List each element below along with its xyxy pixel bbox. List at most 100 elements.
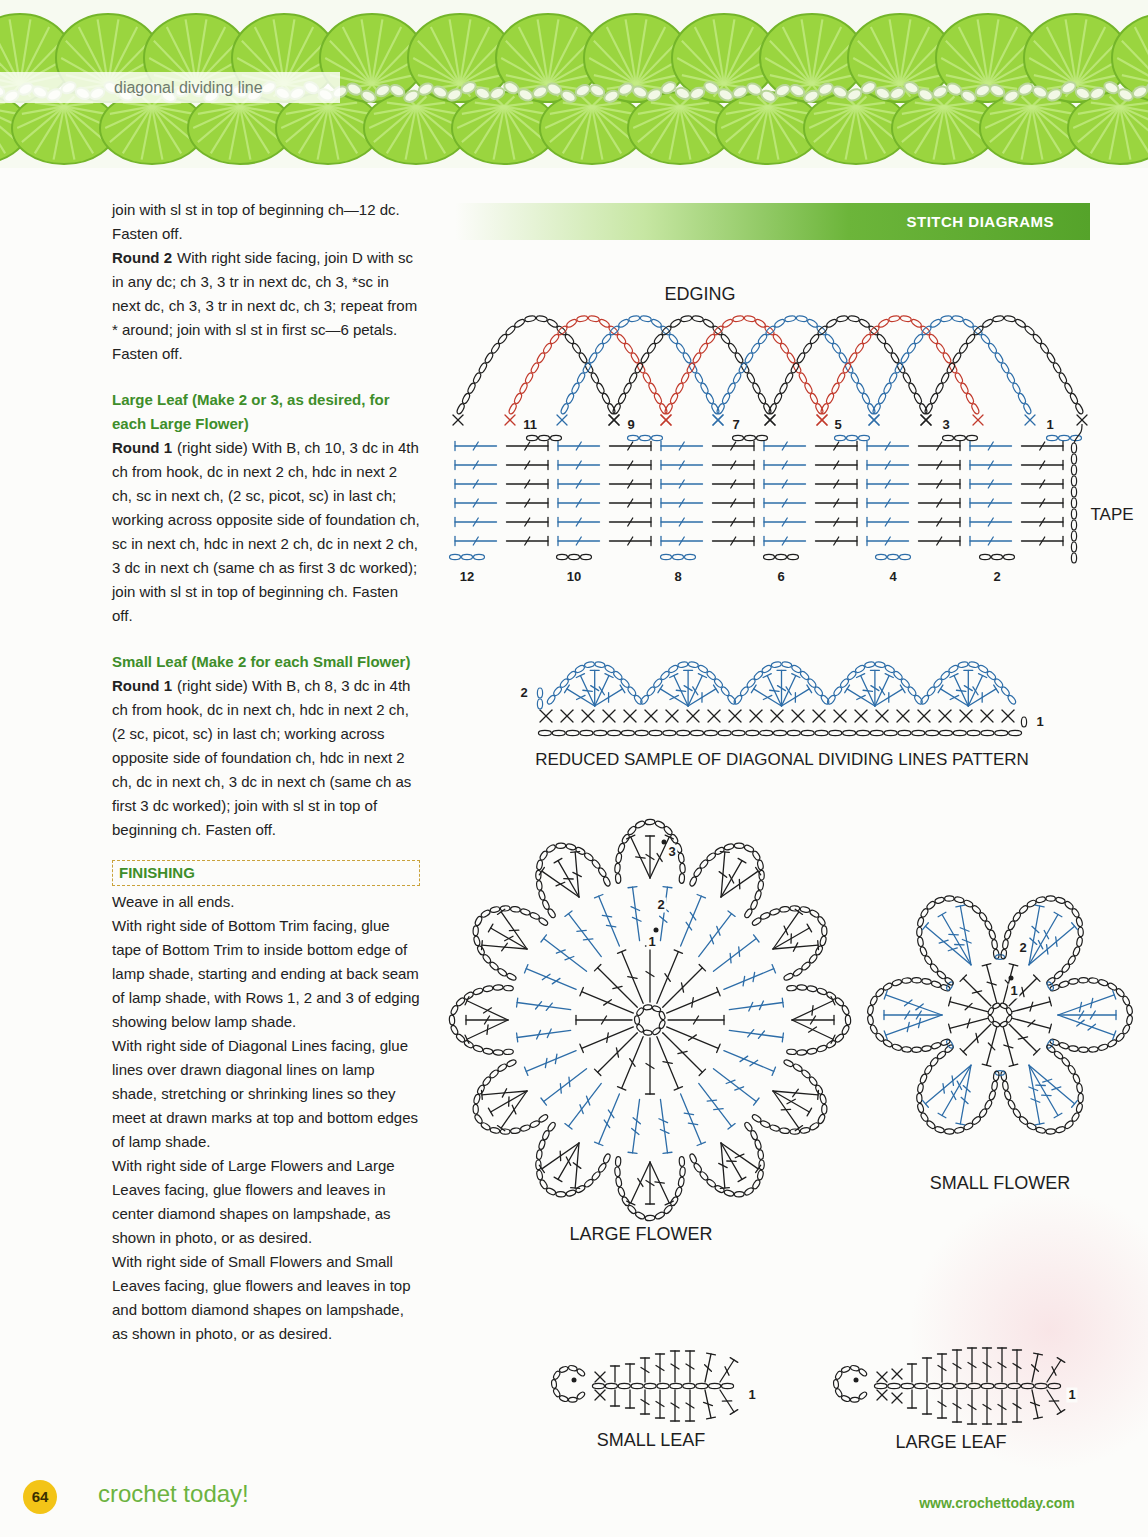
stitch-stroke xyxy=(735,1087,744,1090)
chain-stitch xyxy=(974,83,992,99)
chain-stitch xyxy=(987,342,998,354)
stitch-stroke xyxy=(485,1016,490,1024)
stitch-stroke xyxy=(937,480,942,488)
yarn-texture xyxy=(198,106,240,114)
stitch-stroke xyxy=(960,710,972,722)
chain-stitch xyxy=(688,362,698,374)
chain-stitch xyxy=(484,352,494,364)
chain-stitch xyxy=(679,1167,685,1177)
chain-stitch xyxy=(500,906,510,912)
stitch-stroke xyxy=(501,912,527,949)
chain-stitch xyxy=(902,978,912,984)
stitch-stroke xyxy=(646,1181,654,1186)
stitch-stroke xyxy=(1040,499,1045,507)
stitch-stroke xyxy=(1009,964,1018,966)
stitch-stroke xyxy=(937,442,942,450)
chain-stitch xyxy=(750,342,761,354)
yarn-texture xyxy=(1078,106,1120,142)
stitch-stroke xyxy=(790,934,792,943)
chain-stitch xyxy=(859,435,870,440)
stitch-stroke xyxy=(729,710,741,722)
chain-stitch xyxy=(1126,1005,1133,1015)
stitch-stroke xyxy=(728,1124,735,1129)
chain-stitch xyxy=(679,1157,685,1167)
stitch-stroke xyxy=(690,912,695,920)
stitch-stroke xyxy=(721,861,742,897)
chain-stitch xyxy=(682,352,692,364)
stitch-stroke xyxy=(763,499,764,508)
stitch-stroke xyxy=(674,950,682,953)
stitch-stroke xyxy=(665,1201,673,1205)
chain-stitch xyxy=(762,403,772,415)
stitch-stroke xyxy=(786,687,791,695)
yarn-texture xyxy=(328,106,338,159)
chain-stitch xyxy=(388,83,406,99)
chain-stitch xyxy=(931,84,949,100)
chain-stitch xyxy=(744,1187,755,1197)
stitch-stroke xyxy=(473,461,478,469)
stitch-stroke xyxy=(565,911,572,916)
stitch-stroke xyxy=(473,518,478,526)
chain-stitch xyxy=(946,362,956,374)
chain-stitch xyxy=(1012,382,1022,394)
stitch-stroke xyxy=(554,1177,562,1182)
chain-stitch xyxy=(984,920,993,931)
chain-stitch xyxy=(1098,979,1109,987)
chain-stitch xyxy=(931,980,942,988)
stitch-stroke xyxy=(539,1165,544,1172)
stitch-stroke xyxy=(888,693,889,702)
chain-stitch xyxy=(615,873,621,883)
stitch-stroke xyxy=(856,537,857,546)
stitch-stroke xyxy=(731,461,736,469)
chain-stitch xyxy=(669,392,679,404)
stitch-stroke xyxy=(758,1031,764,1038)
stitch-stroke xyxy=(750,710,762,722)
chain-stitch xyxy=(1069,392,1079,404)
stitch-stroke xyxy=(565,685,570,693)
stitch-stroke xyxy=(861,676,875,706)
stitch-stroke xyxy=(632,1128,639,1134)
chain-stitch xyxy=(1007,1099,1016,1110)
stitch-stroke xyxy=(502,943,508,951)
stitch-stroke xyxy=(729,710,741,722)
chain-stitch xyxy=(1071,498,1076,508)
stitch-stroke xyxy=(807,1108,812,1116)
chain-stitch xyxy=(645,819,655,825)
stitch-stroke xyxy=(626,1363,635,1364)
yarn-texture xyxy=(726,106,768,142)
chain-stitch xyxy=(538,730,551,735)
chain-stitch xyxy=(815,1084,824,1095)
chain-stitch xyxy=(689,876,698,887)
stitch-stroke xyxy=(1113,1031,1116,1039)
chain-stitch xyxy=(773,392,783,404)
stitch-stroke xyxy=(812,1006,813,1015)
chain-stitch xyxy=(653,392,663,404)
stitch-stroke xyxy=(544,938,587,971)
chain-stitch xyxy=(668,664,679,674)
tape-turn xyxy=(1074,424,1082,443)
stitch-stroke xyxy=(580,676,594,706)
stitch-stroke xyxy=(921,415,931,425)
yarn-texture xyxy=(17,106,64,128)
stitch-stroke xyxy=(618,1087,626,1090)
yarn-texture xyxy=(814,106,856,114)
yarn-texture xyxy=(978,19,988,84)
chain-stitch xyxy=(1055,896,1066,904)
stitch-stroke xyxy=(671,1420,680,1421)
chain-stitch xyxy=(917,1103,925,1114)
chain-stitch xyxy=(734,352,744,364)
chain-stitch xyxy=(890,352,900,364)
stitch-stroke xyxy=(541,935,546,942)
chain-stitch xyxy=(560,403,570,415)
stitch-stroke xyxy=(987,965,997,1003)
chain-stitch xyxy=(634,1015,640,1024)
chain-stitch xyxy=(1006,372,1016,384)
yarn-texture xyxy=(545,106,592,128)
stitch-stroke xyxy=(959,461,960,470)
chain-stitch xyxy=(581,554,592,559)
chain-stitch xyxy=(644,1383,656,1388)
chain-stitch xyxy=(560,88,578,104)
chain-stitch xyxy=(841,1366,851,1374)
stitch-stroke xyxy=(645,710,657,722)
stitch-stroke xyxy=(679,518,684,526)
